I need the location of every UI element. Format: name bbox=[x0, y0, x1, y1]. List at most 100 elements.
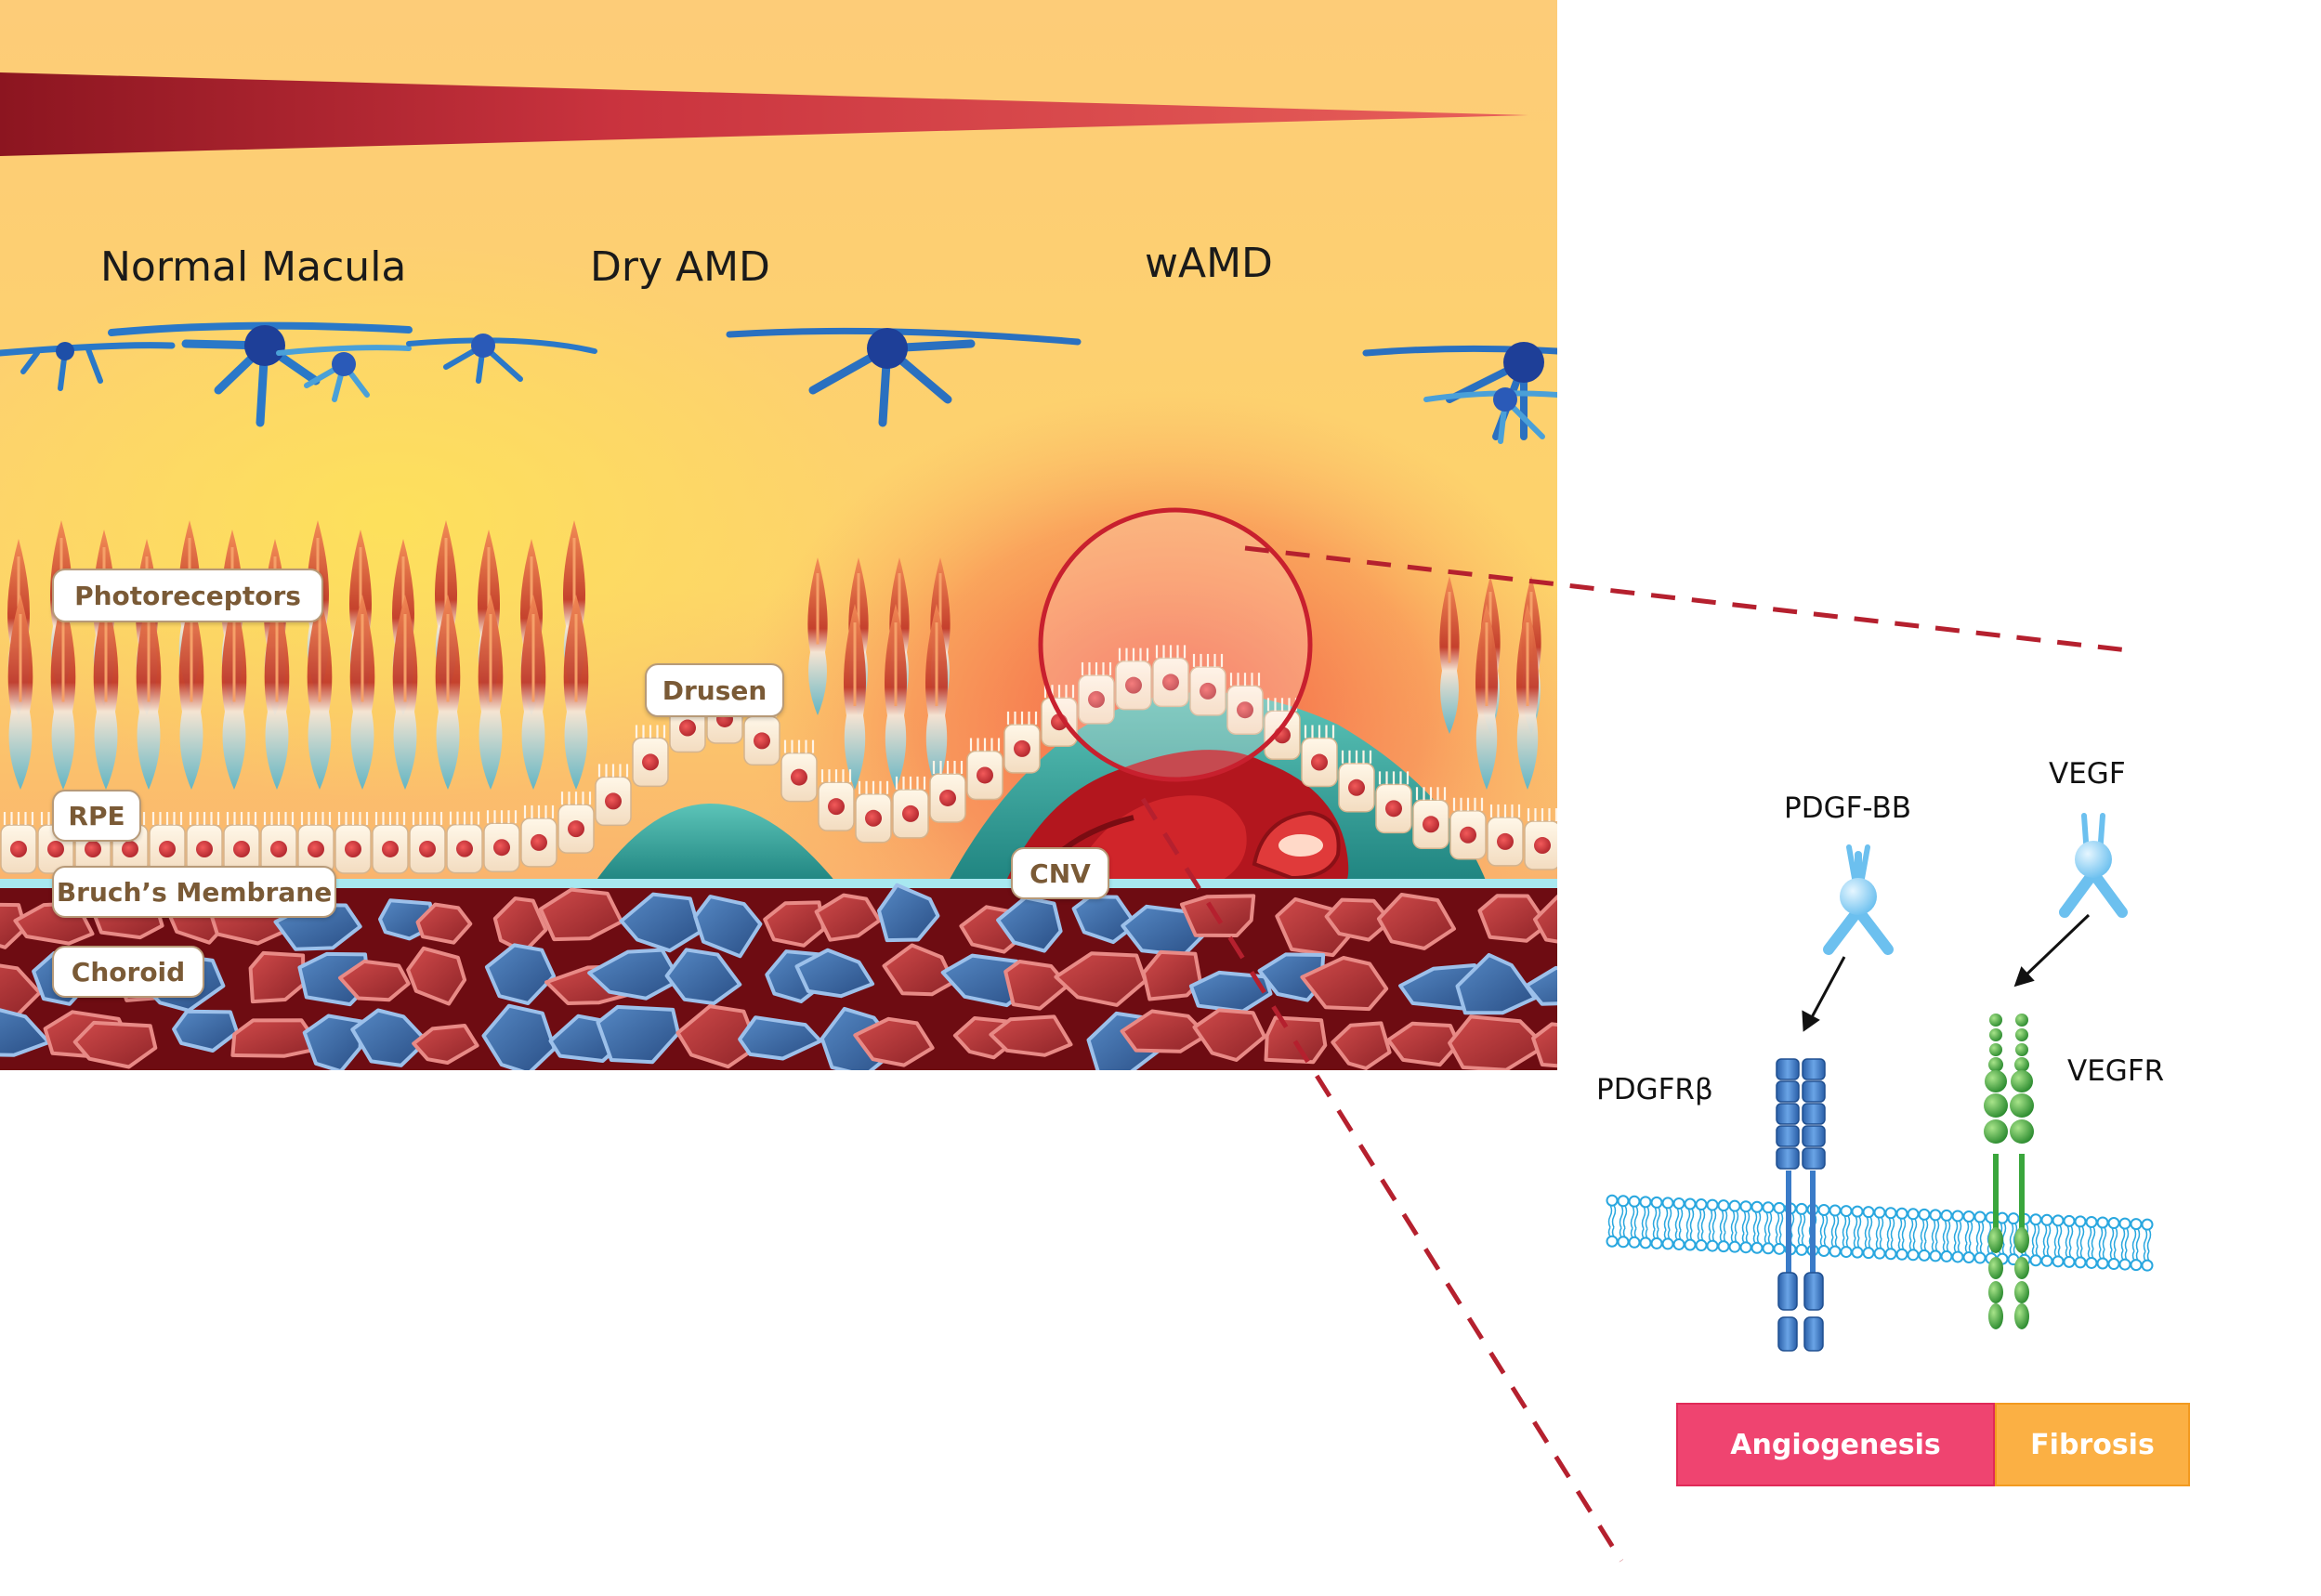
choroid-vessel-red bbox=[1054, 951, 1147, 1007]
photoreceptor-cell bbox=[925, 604, 948, 790]
choroid-vessel-blue bbox=[794, 948, 875, 999]
rpe-cell bbox=[1003, 711, 1041, 774]
photoreceptor-cell bbox=[349, 595, 375, 790]
choroid-vessel-red bbox=[675, 1004, 760, 1069]
photoreceptor-layer bbox=[7, 520, 1541, 790]
stage-title-dry-amd: Dry AMD bbox=[590, 243, 770, 291]
pdgfr-beta-receptor bbox=[1776, 1058, 1826, 1352]
rpe-cell bbox=[1152, 645, 1189, 708]
zoom-line-bottom bbox=[1140, 797, 1624, 1563]
ganglion-cell bbox=[1362, 342, 1557, 440]
choroid-vessel-red bbox=[1192, 1008, 1266, 1062]
rpe-cell bbox=[1226, 673, 1264, 735]
choroid-vessel-red bbox=[1376, 893, 1456, 950]
choroid-vessel-red bbox=[853, 1016, 935, 1067]
choroid-vessel-red bbox=[1264, 1015, 1328, 1065]
photoreceptor-cell bbox=[307, 595, 333, 790]
choroid-vessel-red bbox=[1141, 949, 1202, 1001]
vegfr-receptor bbox=[1984, 1014, 2034, 1329]
choroid-vessel-red bbox=[1448, 1014, 1547, 1070]
photoreceptor-cell bbox=[1439, 576, 1460, 734]
label-vegf: VEGF bbox=[2049, 757, 2126, 791]
choroid-vessel-blue bbox=[596, 1004, 680, 1065]
choroid-vessel-red bbox=[538, 887, 623, 942]
photoreceptor-cell bbox=[392, 595, 418, 790]
disease-progression-wedge bbox=[0, 72, 1528, 156]
rpe-cell bbox=[966, 738, 1003, 801]
rpe-cell bbox=[520, 805, 557, 868]
rpe-cell bbox=[446, 811, 483, 874]
rpe-cell bbox=[223, 812, 260, 874]
drusen-deposit bbox=[595, 804, 836, 883]
ganglion-cell bbox=[0, 342, 176, 391]
choroid-vessel-red bbox=[1324, 897, 1393, 942]
choroid-vessel-red bbox=[1531, 1022, 1557, 1068]
choroid-vessel-red bbox=[1003, 960, 1070, 1011]
bruchs-membrane-line bbox=[0, 879, 1557, 888]
rpe-cell bbox=[1189, 653, 1226, 716]
rpe-cell bbox=[780, 739, 818, 803]
label-rpe: RPE bbox=[52, 790, 141, 842]
rpe-cell bbox=[1115, 648, 1152, 711]
choroid-vessel-red bbox=[230, 1018, 323, 1058]
photoreceptor-cell bbox=[844, 604, 866, 790]
choroid-vessel-red bbox=[1300, 956, 1389, 1012]
choroid-vessel-blue bbox=[996, 896, 1063, 953]
choroid-vessel-red bbox=[415, 902, 473, 945]
rpe-cell bbox=[1375, 771, 1412, 834]
rpe-cell bbox=[483, 810, 520, 872]
choroid-vessels bbox=[0, 883, 1557, 1070]
label-choroid: Choroid bbox=[52, 946, 204, 998]
photoreceptor-cell bbox=[435, 595, 461, 790]
rpe-cell bbox=[1412, 787, 1449, 850]
zoom-line-top bbox=[1244, 545, 2129, 653]
photoreceptor-cell bbox=[136, 595, 162, 790]
choroid-vessel-blue bbox=[1071, 895, 1138, 945]
ganglion-cell bbox=[1423, 387, 1557, 444]
photoreceptor-cell bbox=[7, 595, 33, 790]
rpe-cell bbox=[1301, 725, 1338, 788]
rpe-cell bbox=[818, 769, 855, 831]
photoreceptor-cell bbox=[93, 595, 119, 790]
stage-title-normal-macula: Normal Macula bbox=[100, 243, 407, 291]
label-pdgf-bb: PDGF-BB bbox=[1784, 791, 1912, 825]
rpe-cell bbox=[1524, 808, 1557, 870]
choroid-vessel-blue bbox=[350, 1008, 428, 1067]
label-vegfr: VEGFR bbox=[2067, 1054, 2165, 1088]
rpe-cell bbox=[632, 725, 669, 788]
photoreceptor-cell bbox=[1516, 604, 1539, 790]
label-photoreceptors: Photoreceptors bbox=[52, 569, 323, 622]
rpe-cell bbox=[929, 760, 966, 823]
choroid-vessel-blue bbox=[664, 948, 742, 1006]
choroid-vessel-red bbox=[1386, 1021, 1461, 1067]
choroid-vessel-red bbox=[1477, 894, 1550, 943]
photoreceptor-cell bbox=[50, 595, 76, 790]
choroid-vessel-red bbox=[989, 1014, 1073, 1057]
rpe-cell bbox=[892, 776, 929, 839]
rpe-cell bbox=[186, 812, 223, 874]
rpe-cell bbox=[1338, 750, 1375, 813]
rpe-cell bbox=[855, 780, 892, 844]
photoreceptor-cell bbox=[264, 595, 290, 790]
ganglion-cell bbox=[726, 327, 1082, 427]
rpe-cell bbox=[372, 811, 409, 874]
choroid-vessel-red bbox=[1533, 894, 1557, 944]
choroid-vessel-blue bbox=[587, 948, 682, 1001]
choroid-vessel-blue bbox=[619, 892, 702, 953]
choroid-vessel-red bbox=[248, 950, 306, 1004]
ganglion-cells bbox=[0, 321, 1557, 444]
choroid-vessel-red bbox=[72, 1020, 158, 1069]
label-drusen: Drusen bbox=[645, 663, 784, 717]
rpe-cell bbox=[1487, 804, 1524, 867]
choroid-vessel-blue bbox=[738, 1015, 823, 1061]
rpe-cell bbox=[557, 791, 595, 854]
choroid-vessel-red bbox=[814, 893, 882, 942]
retina-panel bbox=[0, 0, 1557, 1070]
label-pdgfr-beta: PDGFRβ bbox=[1596, 1073, 1713, 1106]
rpe-cell bbox=[0, 812, 37, 874]
rpe-cell bbox=[1078, 661, 1115, 725]
vegf-head bbox=[2075, 841, 2112, 878]
rpe-cell bbox=[595, 764, 632, 827]
